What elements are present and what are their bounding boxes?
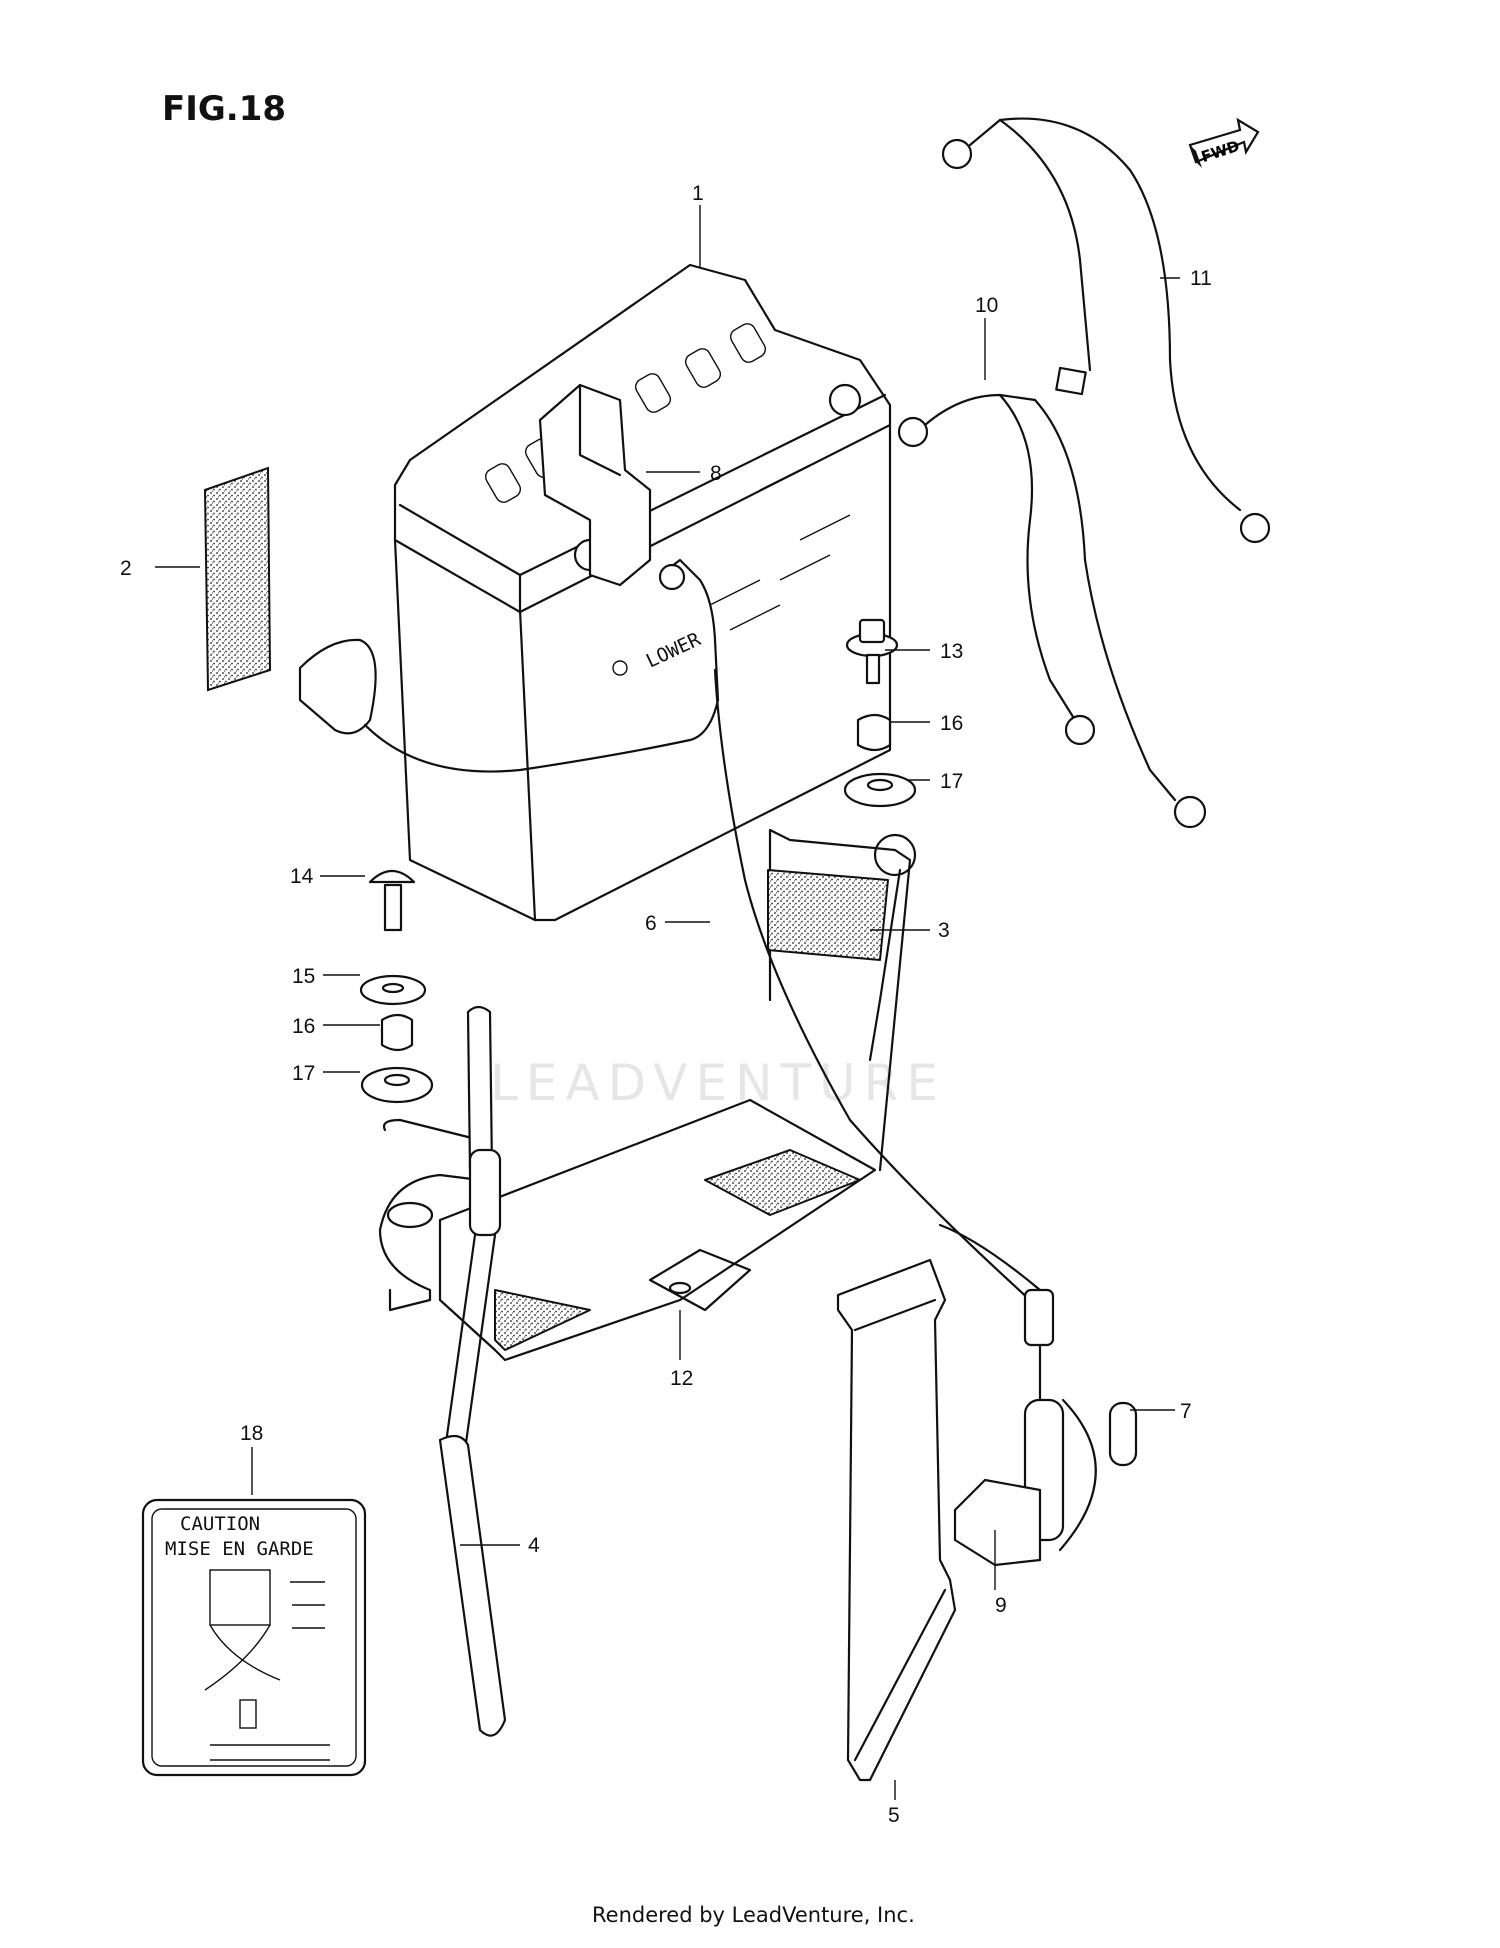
fwd-arrow-icon: FWD [1188,117,1260,168]
part-17-grommet-right [843,772,917,808]
part-10-wire [897,393,1207,829]
part-16-collar-right [856,713,892,752]
part-18-caution-label: CAUTION MISE EN GARDE [141,1498,367,1777]
footer-credit: Rendered by LeadVenture, Inc. [592,1903,915,1927]
callout-11: 11 [1190,267,1212,290]
part-11-wire [941,117,1271,544]
callout-3: 3 [938,919,950,942]
part-12-bracket [378,828,917,1362]
callout-15: 15 [292,965,315,988]
callout-9: 9 [995,1594,1007,1617]
figure-title: FIG.18 [162,89,286,129]
watermark: LEADVENTURE [490,1054,946,1112]
callout-7: 7 [1180,1400,1192,1423]
part-9-clip [953,1478,1042,1567]
callout-14: 14 [290,865,314,888]
callout-13: 13 [940,640,963,663]
callout-17-left: 17 [292,1062,315,1085]
part-14-screw [368,869,416,932]
callout-4: 4 [528,1534,540,1557]
part-16-collar-left [380,1013,414,1052]
callout-5: 5 [888,1804,900,1827]
caution-line2: MISE EN GARDE [165,1538,314,1560]
callout-10: 10 [975,294,998,317]
callout-12: 12 [670,1367,693,1390]
battery: LOWER [393,263,892,922]
part-2-pad [203,466,272,692]
callout-17-right: 17 [940,770,963,793]
callout-6: 6 [645,912,657,935]
callout-1: 1 [692,182,704,205]
part-4-hose [438,1005,507,1737]
part-6-wire [298,558,1097,1552]
callout-18: 18 [240,1422,263,1445]
part-5-strap [836,1258,957,1782]
caution-line1: CAUTION [180,1513,260,1535]
leader-lines [155,205,1180,1800]
part-13-bolt [845,618,899,685]
callouts: 1 2 3 4 5 6 7 8 9 10 11 12 13 14 15 16 1… [120,182,1212,1827]
part-15-washer [359,974,427,1006]
callout-16-right: 16 [940,712,963,735]
part-17-grommet-left [360,1066,434,1104]
callout-16-left: 16 [292,1015,315,1038]
callout-8: 8 [710,462,722,485]
watermark-text: LEADVENTURE [490,1054,946,1112]
callout-2: 2 [120,557,132,580]
part-7-fuse [1108,1401,1138,1467]
